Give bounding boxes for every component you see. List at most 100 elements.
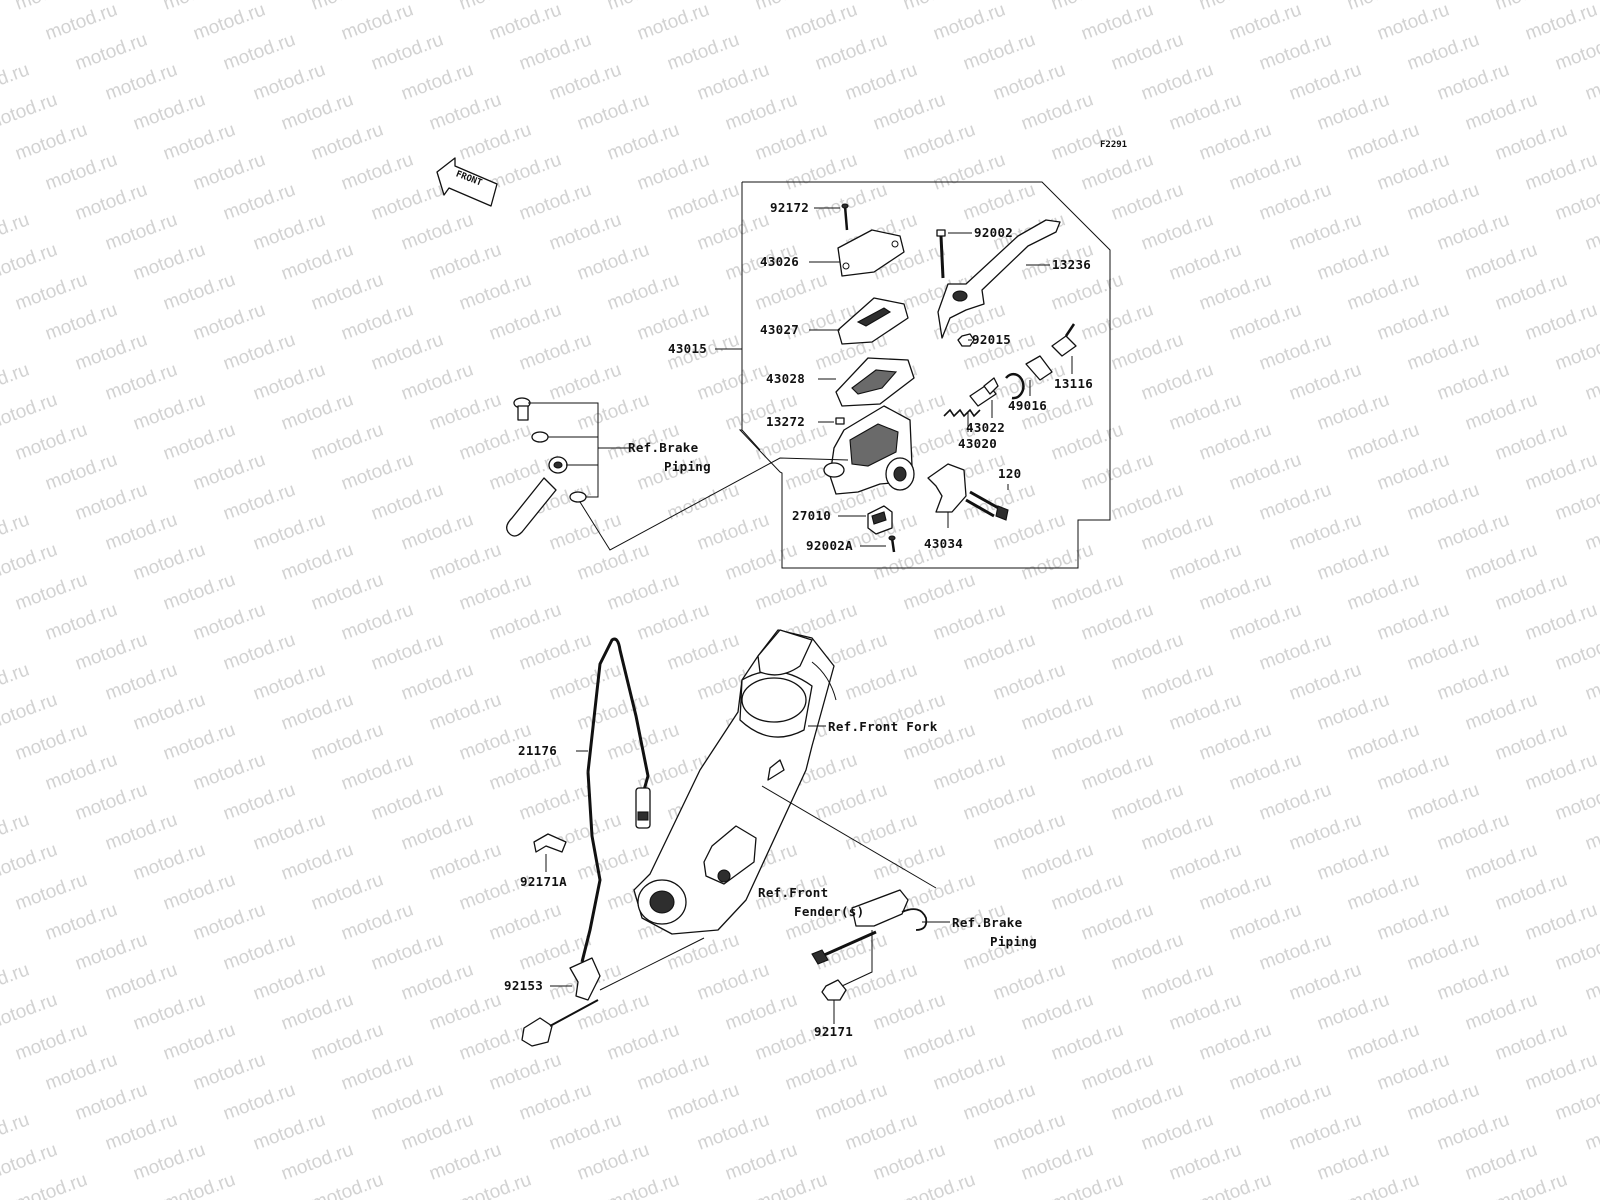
watermark-text: motod.ru	[1523, 749, 1600, 794]
bolt-120-icon	[965, 490, 1009, 521]
watermark-text: motod.ru	[1405, 1079, 1483, 1124]
watermark-text: motod.ru	[309, 1019, 387, 1064]
watermark-text: motod.ru	[1167, 389, 1245, 434]
watermark-text: motod.ru	[1109, 1079, 1187, 1124]
watermark-text: motod.ru	[0, 89, 60, 134]
watermark-text: motod.ru	[1375, 0, 1453, 45]
diaphragm-plate-43027-icon	[837, 297, 909, 345]
watermark-text: motod.ru	[605, 569, 683, 614]
watermark-text: motod.ru	[251, 509, 329, 554]
watermark-text: motod.ru	[1405, 479, 1483, 524]
label-13116: 13116	[1054, 376, 1093, 391]
watermark-text: motod.ru	[43, 899, 121, 944]
watermark-text: motod.ru	[1197, 269, 1275, 314]
watermark-text: motod.ru	[251, 1109, 329, 1154]
watermark-text: motod.ru	[103, 59, 181, 104]
watermark-text: motod.ru	[1167, 689, 1245, 734]
watermark-text: motod.ru	[1257, 1079, 1335, 1124]
watermark-text: motod.ru	[0, 389, 60, 434]
watermark-text: motod.ru	[547, 659, 625, 704]
watermark-text: motod.ru	[931, 599, 1009, 644]
watermark-text: motod.ru	[399, 809, 477, 854]
watermark-text: motod.ru	[309, 119, 387, 164]
clip-92171A-icon	[533, 833, 567, 853]
circlip-43022-icon	[1005, 372, 1025, 400]
watermark-text: motod.ru	[0, 239, 60, 284]
watermark-text: motod.ru	[1463, 539, 1541, 584]
watermark-text: motod.ru	[339, 749, 417, 794]
watermark-text: motod.ru	[369, 929, 447, 974]
watermark-text: motod.ru	[635, 149, 713, 194]
part-labels: 92172 43026 43027 43015 43028 13272 2701…	[504, 200, 1093, 1039]
watermark-text: motod.ru	[635, 0, 713, 45]
watermark-text: motod.ru	[1345, 269, 1423, 314]
lever-13236-icon	[937, 219, 1061, 339]
watermark-text: motod.ru	[161, 119, 239, 164]
watermark-text: motod.ru	[43, 749, 121, 794]
watermark-text: motod.ru	[1523, 0, 1600, 45]
watermark-text: motod.ru	[251, 59, 329, 104]
watermark-text: motod.ru	[251, 809, 329, 854]
watermark-text: motod.ru	[251, 359, 329, 404]
watermark-text: motod.ru	[457, 419, 535, 464]
ref-front-fender-line2: Fender(s)	[794, 904, 864, 919]
watermark-text: motod.ru	[1109, 629, 1187, 674]
watermark-text: motod.ru	[427, 539, 505, 584]
watermark-text: motod.ru	[1493, 1019, 1571, 1064]
watermark-text: motod.ru	[635, 1049, 713, 1094]
bolt-92171-icon	[821, 979, 847, 1001]
washer-lower-icon	[569, 491, 587, 503]
watermark-text: motod.ru	[1345, 419, 1423, 464]
watermark-text: motod.ru	[339, 599, 417, 644]
watermark-text: motod.ru	[1315, 1139, 1393, 1184]
watermark-text: motod.ru	[1493, 269, 1571, 314]
label-120: 120	[998, 466, 1021, 481]
watermark-text: motod.ru	[813, 179, 891, 224]
watermark-text: motod.ru	[161, 269, 239, 314]
watermark-text: motod.ru	[1019, 689, 1097, 734]
watermark-text: motod.ru	[1435, 509, 1513, 554]
watermark-text: motod.ru	[13, 269, 91, 314]
label-43020: 43020	[958, 436, 997, 451]
label-92002A: 92002A	[806, 538, 853, 553]
watermark-text: motod.ru	[575, 689, 653, 734]
watermark-text: motod.ru	[43, 599, 121, 644]
watermark-text: motod.ru	[73, 179, 151, 224]
label-13236: 13236	[1052, 257, 1091, 272]
watermark-text: motod.ru	[131, 389, 209, 434]
watermark-text: motod.ru	[1375, 899, 1453, 944]
watermark-text: motod.ru	[961, 1079, 1039, 1124]
watermark-text: motod.ru	[1109, 929, 1187, 974]
watermark-text: motod.ru	[695, 59, 773, 104]
watermark-text: motod.ru	[1463, 389, 1541, 434]
watermark-text: motod.ru	[73, 479, 151, 524]
watermark-text: motod.ru	[901, 869, 979, 914]
watermark-text: motod.ru	[1079, 0, 1157, 45]
watermark-text: motod.ru	[1227, 599, 1305, 644]
watermark-text: motod.ru	[1315, 539, 1393, 584]
watermark-text: motod.ru	[1493, 1169, 1571, 1200]
watermark-text: motod.ru	[0, 989, 60, 1034]
watermark-text: motod.ru	[1139, 209, 1217, 254]
watermark-text: motod.ru	[931, 149, 1009, 194]
watermark-text: motod.ru	[13, 119, 91, 164]
watermark-text: motod.ru	[427, 1139, 505, 1184]
watermark-text: motod.ru	[813, 929, 891, 974]
watermark-text: motod.ru	[73, 929, 151, 974]
watermark-text: motod.ru	[131, 89, 209, 134]
watermark-text: motod.ru	[1523, 149, 1600, 194]
watermark-text: motod.ru	[309, 1169, 387, 1200]
watermark-text: motod.ru	[1049, 869, 1127, 914]
watermark-text: motod.ru	[1375, 599, 1453, 644]
label-92015: 92015	[972, 332, 1011, 347]
watermark-text: motod.ru	[1287, 659, 1365, 704]
watermark-text: motod.ru	[695, 1109, 773, 1154]
watermark-text: motod.ru	[547, 59, 625, 104]
watermark-text: motod.ru	[991, 659, 1069, 704]
watermark-text: motod.ru	[961, 779, 1039, 824]
watermark-text: motod.ru	[251, 209, 329, 254]
watermark-text: motod.ru	[0, 689, 60, 734]
watermark-text: motod.ru	[1197, 569, 1275, 614]
watermark-text: motod.ru	[221, 629, 299, 674]
